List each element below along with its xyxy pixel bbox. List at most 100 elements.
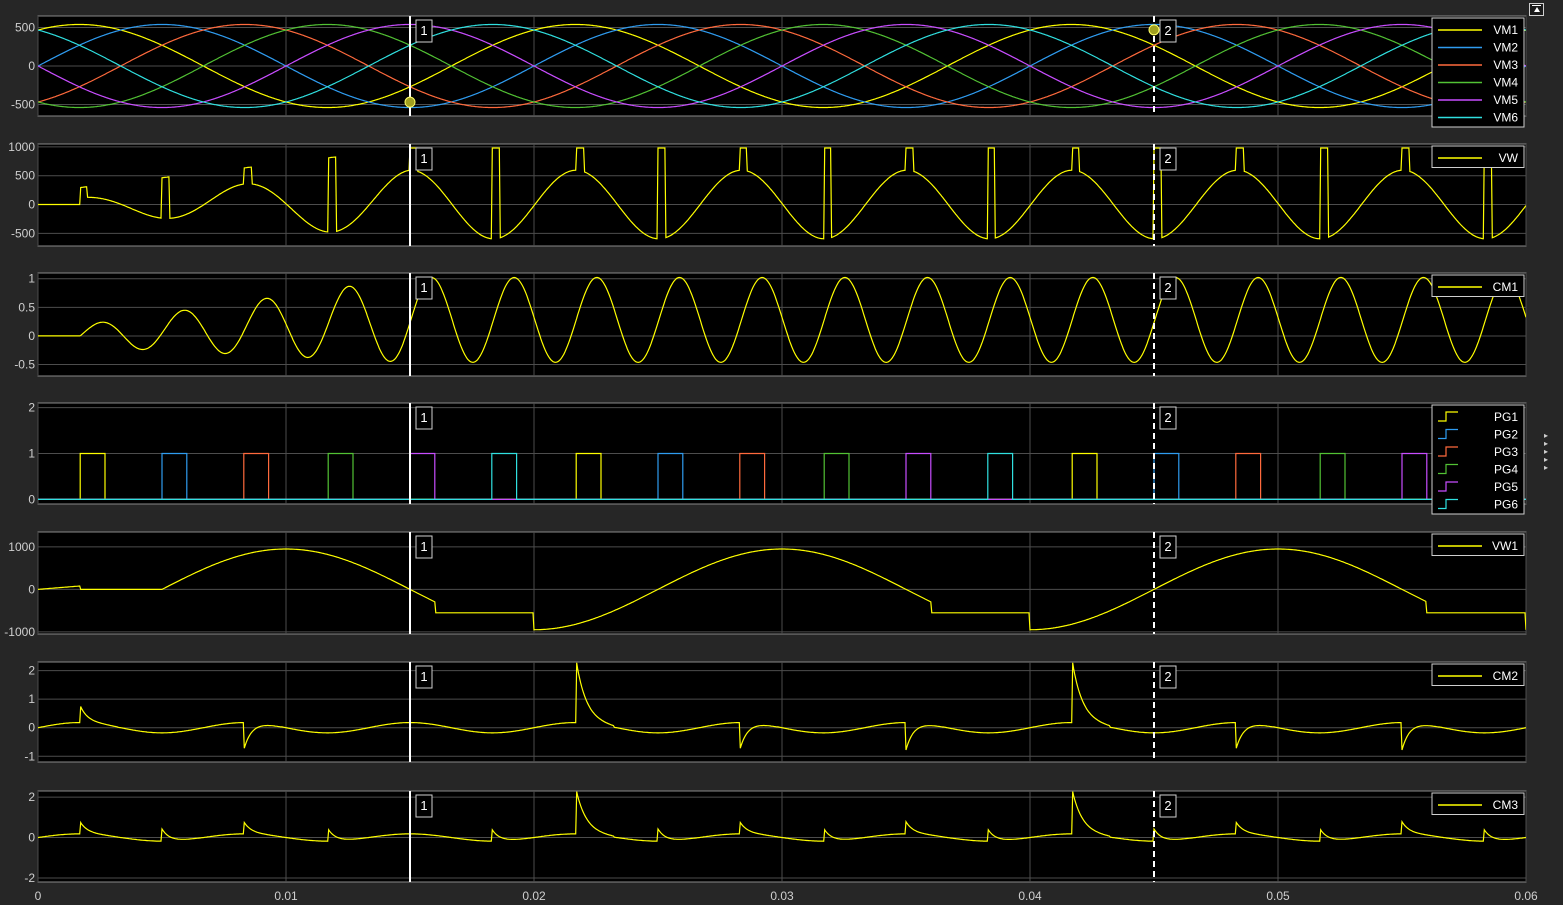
x-tick-label: 0 — [35, 889, 42, 903]
cursor-label-2: 2 — [1164, 669, 1171, 684]
y-tick-label: -1000 — [4, 625, 35, 639]
y-tick-label: 1 — [28, 272, 35, 286]
legend-swatch — [1438, 498, 1458, 510]
cursor-label-1: 1 — [420, 410, 427, 425]
y-tick-label: -500 — [11, 97, 35, 111]
legend-label: PG4 — [1494, 463, 1518, 477]
series-line-pg3 — [38, 452, 1526, 500]
y-tick-label: 2 — [28, 790, 35, 804]
legend-label: VM4 — [1493, 76, 1518, 90]
series-line-vm4 — [38, 23, 1526, 109]
cursor-label-box — [1159, 19, 1177, 43]
series-group — [38, 662, 1526, 751]
cursor-label-box — [415, 147, 433, 171]
y-tick-label: 500 — [15, 169, 35, 183]
x-tick-label: 0.04 — [1018, 889, 1042, 903]
cursor-label-1: 1 — [420, 151, 427, 166]
cursor-label-box — [1159, 147, 1177, 171]
legend-box — [1431, 17, 1525, 128]
series-line-vm5 — [38, 23, 1526, 109]
series-line-pg1 — [38, 452, 1526, 500]
series-group — [38, 548, 1526, 631]
y-tick-label: 0 — [28, 721, 35, 735]
x-tick-label: 0.05 — [1266, 889, 1290, 903]
series-line-cm2 — [38, 662, 1526, 751]
series-group — [38, 23, 1526, 109]
series-line-cm3 — [38, 791, 1526, 842]
legend-swatch — [1438, 463, 1458, 475]
y-tick-label: -500 — [11, 226, 35, 240]
y-tick-label: -0.5 — [14, 358, 35, 372]
cursor-label-1: 1 — [420, 539, 427, 554]
cursor-label-box — [415, 19, 433, 43]
series-line-pg6 — [38, 452, 1526, 500]
cursor-label-2: 2 — [1164, 410, 1171, 425]
legend-label: CM2 — [1493, 669, 1519, 683]
cursor-label-box — [1159, 794, 1177, 818]
legend-label: PG6 — [1494, 498, 1518, 512]
legend-label: VW — [1499, 151, 1519, 165]
legend-box — [1431, 533, 1525, 556]
legend-swatch — [1438, 411, 1458, 422]
legend-label: VM2 — [1493, 41, 1518, 55]
y-tick-label: 2 — [28, 664, 35, 678]
y-tick-label: -1 — [24, 749, 35, 763]
x-tick-label: 0.02 — [522, 889, 546, 903]
legend-label: CM3 — [1493, 798, 1519, 812]
x-tick-label: 0.01 — [274, 889, 298, 903]
cursor-label-2: 2 — [1164, 798, 1171, 813]
y-tick-label: -2 — [24, 871, 35, 885]
legend-label: VM6 — [1493, 111, 1518, 125]
legend-label: CM1 — [1493, 280, 1519, 294]
cursor-label-box — [415, 276, 433, 300]
series-group — [38, 276, 1526, 364]
legend-label: VW1 — [1492, 539, 1518, 553]
legend-label: PG1 — [1494, 410, 1518, 424]
series-line-vw — [38, 147, 1526, 240]
y-tick-label: 0 — [28, 59, 35, 73]
y-tick-label: 1 — [28, 447, 35, 461]
y-tick-label: 1000 — [8, 140, 35, 154]
legend: CM3 — [1431, 792, 1525, 815]
series-group — [38, 791, 1526, 842]
legend-label: PG5 — [1494, 480, 1518, 494]
legend-label: PG2 — [1494, 428, 1518, 442]
y-tick-label: 0 — [28, 492, 35, 506]
x-tick-label: 0.03 — [770, 889, 794, 903]
series-line-pg4 — [38, 452, 1526, 500]
legend: VW1 — [1431, 533, 1525, 556]
y-tick-label: 2 — [28, 401, 35, 415]
y-tick-label: 0 — [28, 329, 35, 343]
series-group — [38, 452, 1526, 500]
cursor-label-box — [415, 535, 433, 559]
legend-label: VM3 — [1493, 58, 1518, 72]
cursor-label-2: 2 — [1164, 23, 1171, 38]
cursor-label-box — [1159, 276, 1177, 300]
x-tick-label: 0.06 — [1514, 889, 1538, 903]
cursor-label-box — [415, 406, 433, 430]
cursor-label-box — [1159, 665, 1177, 689]
legend-label: VM5 — [1493, 93, 1518, 107]
series-line-cm1 — [38, 276, 1526, 364]
legend-box — [1431, 145, 1525, 168]
restore-icon[interactable] — [1529, 3, 1544, 16]
expand-triangle-icon[interactable]: ▸▸▸▸▸ — [1544, 431, 1549, 472]
cursor-label-2: 2 — [1164, 280, 1171, 295]
y-tick-label: 0 — [28, 831, 35, 845]
cursor-label-box — [415, 794, 433, 818]
legend-label: PG3 — [1494, 445, 1518, 459]
legend: CM1 — [1431, 274, 1525, 297]
legend-box — [1431, 663, 1525, 686]
cursor-label-box — [1159, 406, 1177, 430]
series-line-vw1 — [38, 548, 1526, 631]
cursor-label-2: 2 — [1164, 151, 1171, 166]
y-tick-label: 0.5 — [18, 300, 35, 314]
series-group — [38, 147, 1526, 240]
